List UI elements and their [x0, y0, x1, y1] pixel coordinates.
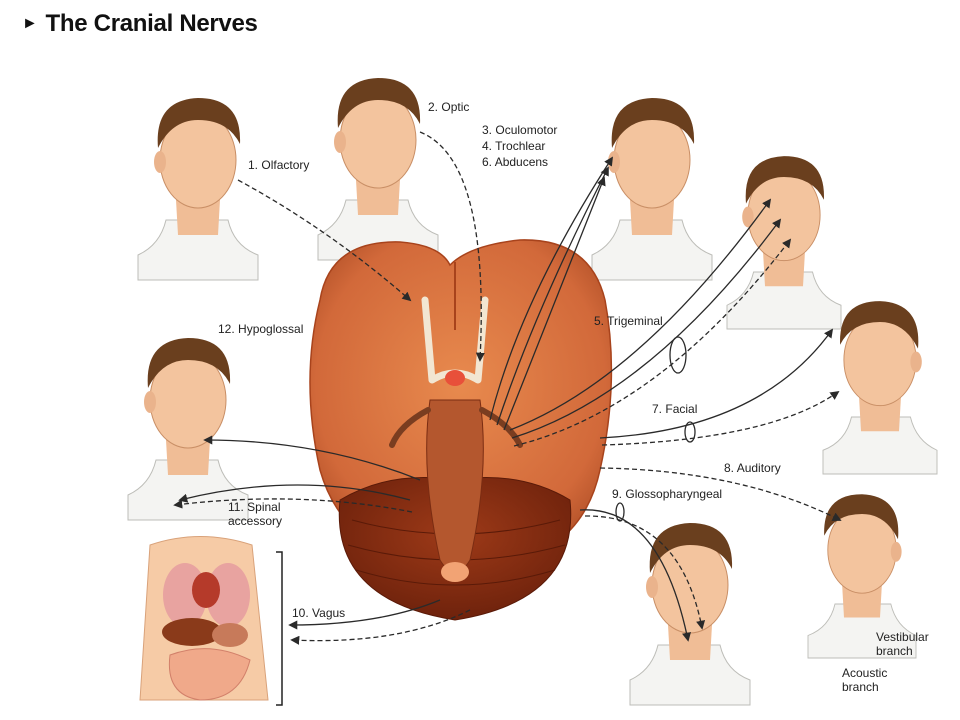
label-vestibular-branch: Vestibular branch [876, 630, 929, 658]
vagus-line-1 [288, 599, 441, 630]
head-eye-muscles [591, 97, 713, 281]
label-hypoglossal: 12. Hypoglossal [218, 322, 304, 336]
optic-line [419, 131, 485, 362]
vagus-bracket [276, 551, 283, 706]
title-text: The Cranial Nerves [45, 10, 258, 37]
label-oculomotor: 3. Oculomotor [482, 123, 558, 137]
nerve-lines [173, 131, 842, 645]
label-acoustic-branch: Acoustic branch [842, 666, 888, 694]
label-trochlear: 4. Trochlear [482, 139, 546, 153]
head-trigeminal [726, 155, 842, 330]
glossopharyngeal-line-1 [579, 509, 691, 642]
vagus-line-2 [290, 609, 471, 645]
label-trigeminal: 5. Trigeminal [594, 314, 663, 328]
label-facial: 7. Facial [652, 402, 698, 416]
facial-line-2 [601, 390, 840, 446]
trigeminal-ring [669, 336, 687, 374]
trigeminal-line-2 [511, 218, 782, 439]
head-hypoglossal [127, 337, 249, 521]
oculomotor-line [489, 156, 613, 421]
title-marker-icon: ► [22, 15, 38, 32]
head-glossopharyngeal [629, 522, 751, 706]
hypoglossal-line [203, 435, 421, 481]
abducens-line [503, 176, 606, 431]
label-spinal-accessory: 11. Spinal accessory [228, 500, 283, 528]
brain-inferior-view [309, 239, 613, 621]
spinal-accessory-line-1 [178, 484, 411, 503]
glossopharyngeal-ring [615, 502, 625, 522]
head-optic [317, 77, 439, 261]
torso-organs [139, 536, 269, 701]
trigeminal-line-3 [513, 238, 792, 447]
facial-ring [684, 421, 696, 443]
label-abducens: 6. Abducens [482, 155, 549, 169]
label-olfactory: 1. Olfactory [248, 158, 310, 172]
diagram-title: ► The Cranial Nerves [22, 10, 258, 38]
label-glossopharyngeal: 9. Glossopharyngeal [612, 487, 723, 501]
facial-line-1 [599, 328, 834, 439]
label-optic: 2. Optic [428, 100, 470, 114]
spinal-accessory-line-2 [173, 498, 413, 513]
head-olfactory [137, 97, 259, 281]
label-auditory: 8. Auditory [724, 461, 781, 475]
auditory-line [599, 467, 842, 521]
trochlear-line [496, 166, 609, 426]
trigeminal-line-1 [509, 198, 772, 431]
label-vagus: 10. Vagus [292, 606, 346, 620]
olfactory-line [237, 179, 412, 302]
glossopharyngeal-line-2 [584, 515, 706, 630]
